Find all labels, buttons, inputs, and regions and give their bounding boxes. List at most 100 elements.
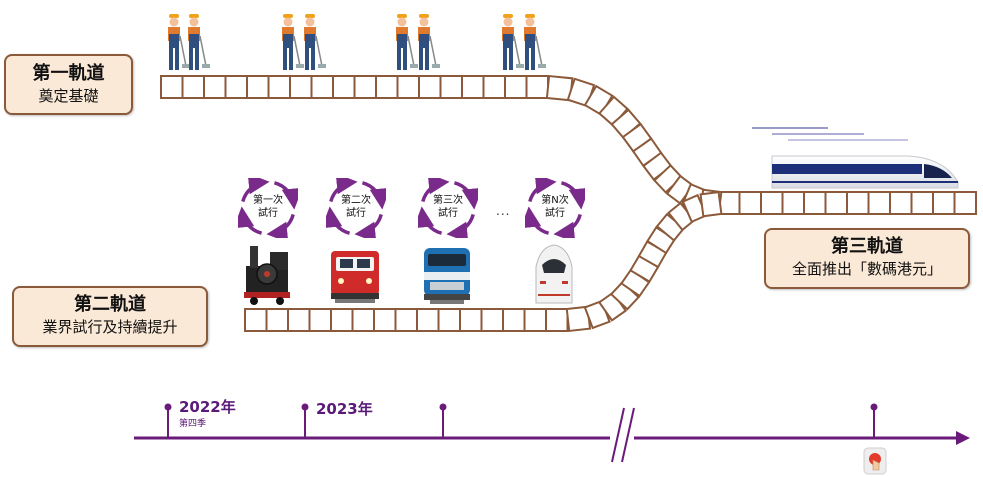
track-tie — [353, 75, 377, 99]
worker-icon — [502, 14, 524, 70]
track-tie — [867, 191, 891, 215]
track-tie — [681, 193, 708, 224]
trial-cycle-3-round: 第三次 — [433, 195, 463, 206]
steam-locomotive-icon — [244, 246, 290, 305]
electric-locomotive-icon — [424, 248, 470, 304]
track-tie — [310, 75, 334, 99]
cycle-arrow-icon — [413, 173, 483, 243]
trial-cycle-1-word: 試行 — [258, 208, 278, 219]
cycle-arrow-segment — [273, 181, 303, 210]
track-one — [160, 75, 549, 99]
cycle-arrow-segment — [553, 213, 582, 243]
cycle-arrow-segment — [421, 173, 450, 203]
worker-icon — [188, 14, 210, 70]
track-tie — [504, 75, 528, 99]
cycle-arrow-segment — [321, 206, 351, 235]
track-tie — [824, 191, 848, 215]
track-tie — [846, 191, 870, 215]
track-one-title: 第一軌道 — [32, 63, 105, 84]
trial-cycle-1-round: 第一次 — [253, 195, 283, 206]
milestone-dot — [870, 403, 878, 411]
launch-button-icon — [863, 447, 887, 475]
track-tie — [437, 308, 461, 332]
trial-cycle-n: 第N次試行 — [520, 173, 590, 243]
track-tie — [246, 75, 270, 99]
cycle-arrow-segment — [233, 206, 263, 235]
track-three-subtitle: 全面推出「數碼港元」 — [791, 260, 942, 278]
worker-icon — [418, 14, 440, 70]
track-tie — [781, 191, 805, 215]
cycle-arrow-icon — [520, 173, 590, 243]
trial-cycle-3: 第三次試行 — [413, 173, 483, 243]
worker-icon — [396, 14, 418, 70]
track-tie — [910, 191, 934, 215]
track-tie — [545, 74, 574, 102]
track-tie — [203, 75, 227, 99]
track-tie — [459, 308, 483, 332]
track-tie — [760, 191, 784, 215]
track-tie — [461, 75, 485, 99]
track-tie — [889, 191, 913, 215]
trial-cycle-n-round: 第N次 — [541, 195, 569, 206]
trial-cycle-2: 第二次試行 — [321, 173, 391, 243]
track-tie — [244, 308, 268, 332]
track-tie — [545, 308, 569, 332]
track-two-title: 第二軌道 — [74, 294, 146, 315]
worker-icon — [304, 14, 326, 70]
track-tie — [953, 191, 977, 215]
track-tie — [375, 75, 399, 99]
cycle-arrow-segment — [446, 213, 475, 243]
track-tie — [803, 191, 827, 215]
cycle-arrow-segment — [354, 213, 383, 243]
track-one-subtitle: 奠定基礎 — [38, 87, 99, 105]
track-tie — [308, 308, 332, 332]
ellipsis: ... — [496, 204, 511, 218]
track-one-label: 第一軌道 奠定基礎 — [4, 54, 133, 115]
track-tie — [523, 308, 547, 332]
track-tie — [738, 191, 762, 215]
cycle-arrow-segment — [453, 181, 483, 210]
workers-group — [168, 14, 546, 70]
cycle-arrow-segment — [241, 173, 270, 203]
track-two-curve — [565, 190, 723, 333]
worker-icon — [282, 14, 304, 70]
track-tie — [289, 75, 313, 99]
trial-cycle-1: 第一次試行 — [233, 173, 303, 243]
track-tie — [267, 75, 291, 99]
track-three-title: 第三軌道 — [831, 236, 903, 257]
track-tie — [667, 201, 696, 232]
trial-cycle-2-word: 試行 — [346, 208, 366, 219]
milestone-dot — [301, 403, 309, 411]
milestone-2022-year: 2022年 — [179, 398, 236, 416]
track-tie — [932, 191, 956, 215]
worker-icon — [524, 14, 546, 70]
milestone-2023-year: 2023年 — [316, 400, 373, 418]
track-tie — [482, 75, 506, 99]
milestone-dot — [164, 403, 172, 411]
cycle-arrow-icon — [233, 173, 303, 243]
milestone-2022-quarter: 第四季 — [179, 419, 207, 429]
track-tie — [655, 212, 686, 242]
timeline-milestones — [164, 403, 878, 438]
track-tie — [480, 308, 504, 332]
track-tie — [597, 95, 629, 127]
trial-cycle-n-word: 試行 — [545, 208, 565, 219]
track-tie — [418, 75, 442, 99]
cycle-arrow-segment — [560, 181, 590, 210]
track-tie — [394, 308, 418, 332]
cycle-arrow-segment — [266, 213, 295, 243]
track-tie — [332, 75, 356, 99]
trial-cycle-2-round: 第二次 — [341, 195, 371, 206]
milestone-dot — [439, 403, 447, 411]
track-tie — [265, 308, 289, 332]
cycle-arrow-segment — [361, 181, 391, 210]
cycle-arrow-segment — [413, 206, 443, 235]
track-three — [717, 191, 977, 215]
track-tie — [439, 75, 463, 99]
cycle-arrow-segment — [528, 173, 557, 203]
cycle-arrow-segment — [520, 206, 550, 235]
timeline-break — [610, 407, 635, 463]
track-two — [244, 308, 569, 332]
timeline-arrowhead — [956, 431, 970, 445]
